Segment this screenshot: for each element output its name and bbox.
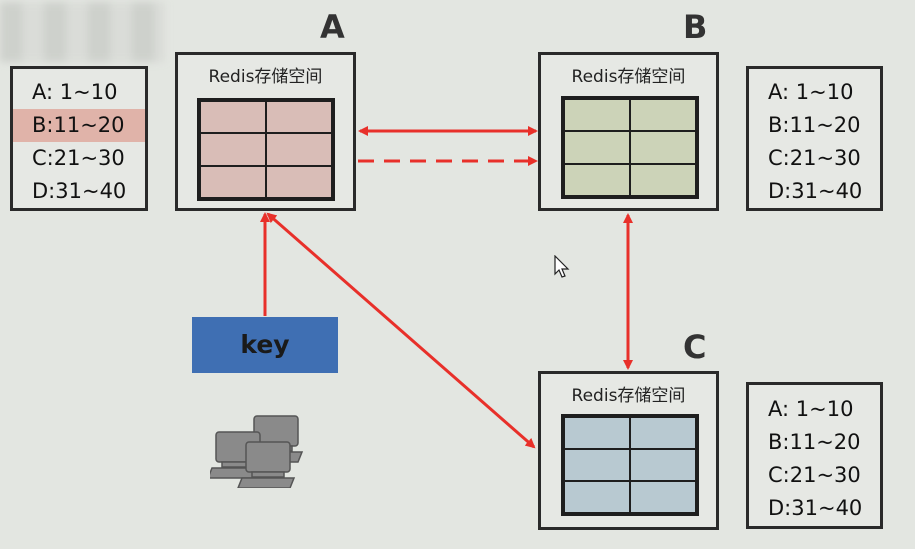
slot-row-a: A: 1~10 — [768, 397, 854, 421]
storage-cell — [564, 99, 630, 132]
storage-cell — [630, 481, 696, 513]
slot-row-b-highlighted: B:11~20 — [13, 109, 145, 142]
storage-cell — [630, 99, 696, 132]
storage-cell — [564, 163, 630, 196]
node-a-slot-table: A: 1~10 B:11~20 C:21~30 D:31~40 — [10, 66, 148, 211]
storage-title: Redis存储空间 — [571, 67, 686, 87]
storage-cell — [266, 133, 332, 166]
blurred-region — [0, 2, 165, 62]
storage-cell — [630, 163, 696, 196]
slot-row-c: C:21~30 — [768, 146, 861, 170]
storage-cell — [266, 165, 332, 198]
storage-title: Redis存储空间 — [571, 386, 686, 406]
node-b-storage: Redis存储空间 — [538, 52, 719, 211]
slot-row-d: D:31~40 — [32, 179, 127, 203]
storage-cell — [564, 131, 630, 164]
slot-row-d: D:31~40 — [768, 496, 863, 520]
storage-grid-b — [561, 96, 699, 199]
a-c-bidirectional-arrow — [266, 212, 536, 449]
slot-row-d: D:31~40 — [768, 179, 863, 203]
storage-cell — [564, 417, 630, 449]
node-a-label: A — [320, 8, 345, 46]
slot-row-b: B:11~20 — [768, 430, 861, 454]
storage-cell — [630, 131, 696, 164]
storage-cell — [564, 481, 630, 513]
slot-row-c: C:21~30 — [768, 463, 861, 487]
mouse-cursor-icon — [554, 255, 570, 278]
storage-grid-a — [197, 98, 335, 201]
slot-row-a: A: 1~10 — [32, 80, 118, 104]
storage-cell — [200, 133, 266, 166]
node-a-storage: Redis存储空间 — [175, 52, 356, 211]
slot-row-a: A: 1~10 — [768, 80, 854, 104]
storage-cell — [630, 449, 696, 481]
storage-cell — [630, 417, 696, 449]
storage-title: Redis存储空间 — [208, 67, 323, 87]
node-b-label: B — [683, 8, 708, 46]
node-c-storage: Redis存储空间 — [538, 371, 719, 530]
storage-grid-c — [561, 414, 699, 516]
node-b-slot-table: A: 1~10 B:11~20 C:21~30 D:31~40 — [746, 66, 883, 211]
storage-cell — [200, 101, 266, 134]
node-c-label: C — [683, 328, 707, 366]
slot-row-c: C:21~30 — [32, 146, 125, 170]
node-c-slot-table: A: 1~10 B:11~20 C:21~30 D:31~40 — [746, 382, 883, 529]
storage-cell — [564, 449, 630, 481]
slot-row-b: B:11~20 — [768, 113, 861, 137]
storage-cell — [266, 101, 332, 134]
storage-cell — [200, 165, 266, 198]
computers-icon — [210, 415, 304, 488]
